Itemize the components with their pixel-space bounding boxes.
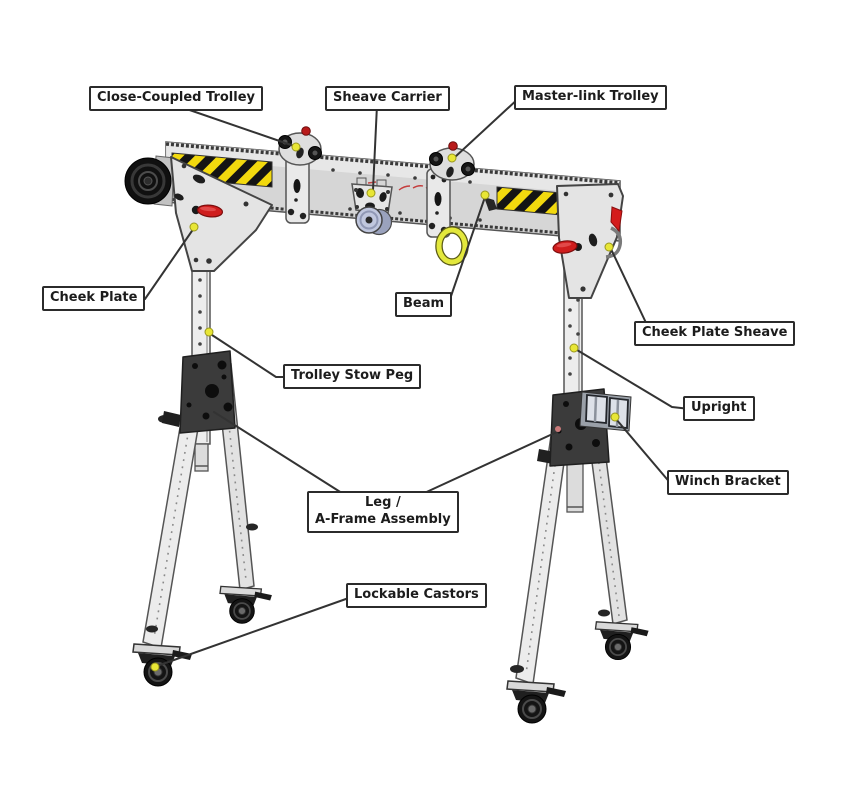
callout-leg-line2: A-Frame Assembly [315,511,451,527]
callout-master-link-trolley: Master-link Trolley [514,85,667,110]
callout-winch-bracket: Winch Bracket [667,470,789,495]
right-cam-handle [552,240,582,254]
callout-cheek-plate-sheave: Cheek Plate Sheave [634,321,796,346]
target-dot-cheek-plate [189,222,199,232]
leader-lockable-castors [156,593,361,667]
master-link-trolley-part [426,141,475,266]
leader-leg-a-frame-left [213,411,346,496]
target-dot-master-link-trolley [447,153,457,163]
right-inner-tube [566,461,584,513]
leader-close-coupled-trolley [174,104,295,147]
roller-red-cap [448,141,458,151]
leader-cheek-plate [144,227,195,300]
target-dot-trolley-stow-peg [204,327,214,337]
cheek-plate-sheave-part [605,226,623,259]
beam-end-wheel [124,157,172,205]
close-coupled-trolley-part [278,126,322,224]
callout-lockable-castors: Lockable Castors [346,583,487,608]
target-dot-winch-bracket [610,412,620,422]
castor-rear-right [594,621,649,661]
callout-upright: Upright [683,396,755,421]
left-a-frame-bracket [162,350,236,434]
callout-sheave-carrier: Sheave Carrier [325,86,450,111]
master-link [435,226,469,266]
right-cheek-plate [552,183,624,299]
leader-cheek-plate-sheave [610,248,649,328]
callout-beam: Beam [395,292,453,317]
leader-winch-bracket [615,418,673,486]
target-dot-beam [480,190,490,200]
target-dots [150,142,620,672]
castor-rear-left [219,585,272,624]
leg-clamp-knob [146,625,158,633]
callout-trolley-stow-peg: Trolley Stow Peg [283,364,422,389]
leg-clamp-knob [510,665,524,673]
roller-red-cap [301,126,311,136]
target-dot-sheave-carrier [366,188,376,198]
callout-close-coupled-trolley: Close-Coupled Trolley [89,86,263,111]
leg-clamp-knob [598,609,610,617]
leader-master-link-trolley [454,96,521,158]
beam-top-track [165,142,621,185]
beam-girder [165,141,621,242]
red-tip [610,206,623,233]
target-dot-lockable-castors [150,662,160,672]
leader-sheave-carrier [372,104,378,191]
leg-clamp-knob [246,523,258,531]
sheave-carrier-part [351,177,393,236]
winch-bracket-part [579,391,632,432]
castor-front-right [506,680,566,724]
left-inner-tube [194,443,209,472]
target-dot-cheek-plate-sheave [604,242,614,252]
leader-leg-a-frame-right [419,430,560,496]
callout-leg-line1: Leg / [365,495,401,510]
callout-leg-a-frame-assembly: Leg / A-Frame Assembly [307,491,459,533]
target-dot-leg [555,426,561,432]
target-dot-close-coupled-trolley [291,142,301,152]
callout-cheek-plate: Cheek Plate [42,286,146,311]
target-dot-upright [569,343,579,353]
left-cam-handle [191,204,224,218]
beam-stop-tab [484,197,497,211]
